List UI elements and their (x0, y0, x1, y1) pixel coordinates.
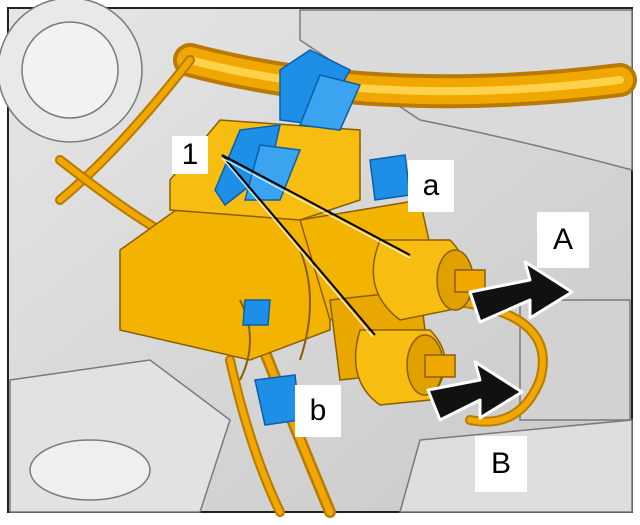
arrow-a-icon (468, 260, 574, 324)
callout-direction-b: B (475, 436, 527, 492)
leader-lines-highlight (221, 157, 411, 338)
callout-connector-b: b (295, 385, 341, 437)
blue-clips (214, 49, 411, 426)
callout-part-1: 1 (172, 136, 208, 174)
connector-plug-b (354, 329, 456, 406)
callout-direction-a: A (537, 212, 589, 268)
arrow-b-icon (426, 360, 524, 422)
connector-plug-a (372, 239, 486, 321)
leader-lines (221, 154, 411, 336)
callout-connector-a: a (408, 160, 454, 212)
